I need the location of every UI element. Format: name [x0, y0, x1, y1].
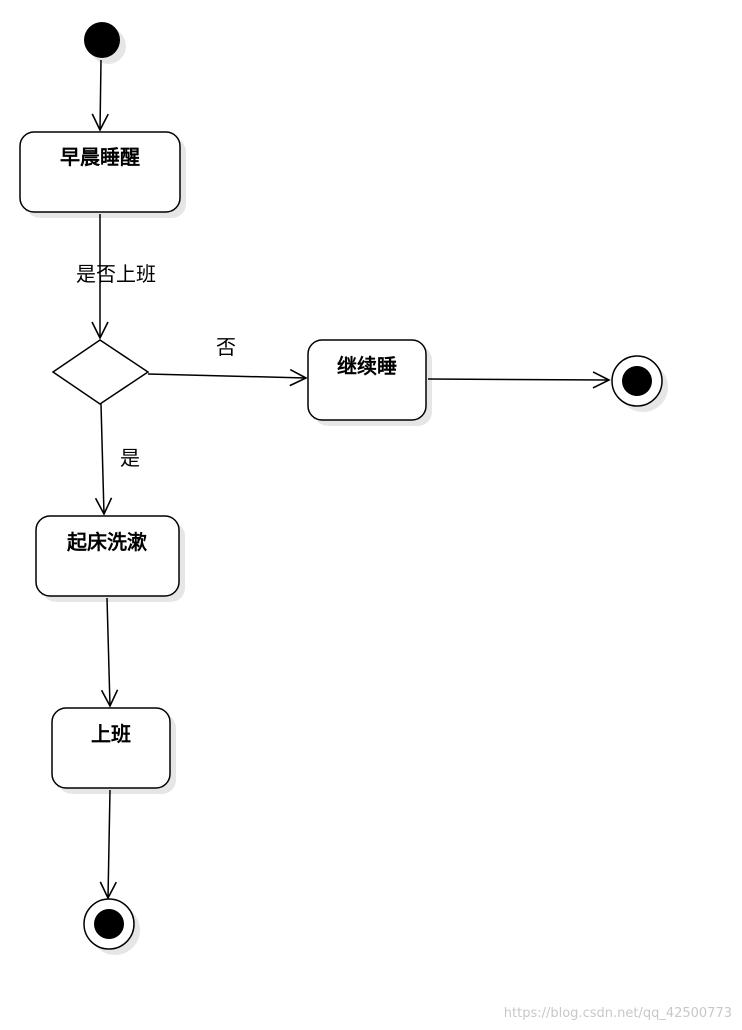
edge-decision-to-wash: [94, 403, 113, 516]
watermark-text: https://blog.csdn.net/qq_42500773: [504, 1006, 732, 1021]
state-go-to-work-label: 上班: [91, 722, 131, 746]
state-go-to-work: 上班: [51, 707, 176, 794]
start-node: [84, 22, 126, 64]
edge-label-yes: 是: [120, 446, 140, 470]
edge-decision-to-sleep: [147, 368, 308, 387]
state-get-up-and-wash: 起床洗漱: [35, 515, 185, 602]
edge-wash-to-work: [100, 597, 119, 708]
edge-work-to-end: [99, 789, 118, 900]
end-node-right: [611, 355, 668, 412]
state-continue-sleeping: 继续睡: [307, 339, 432, 426]
state-get-up-and-wash-label: 起床洗漱: [66, 530, 147, 554]
end-node-bottom: [83, 898, 140, 955]
state-wake-up: 早晨睡醒: [19, 131, 186, 218]
state-continue-sleeping-label: 继续睡: [337, 354, 397, 378]
edge-label-question: 是否上班: [76, 262, 156, 286]
state-wake-up-label: 早晨睡醒: [60, 145, 140, 169]
edge-sleep-to-end: [427, 371, 611, 389]
edge-start-to-wake: [91, 59, 109, 132]
edge-label-no: 否: [216, 335, 236, 359]
decision-node: [51, 339, 150, 405]
